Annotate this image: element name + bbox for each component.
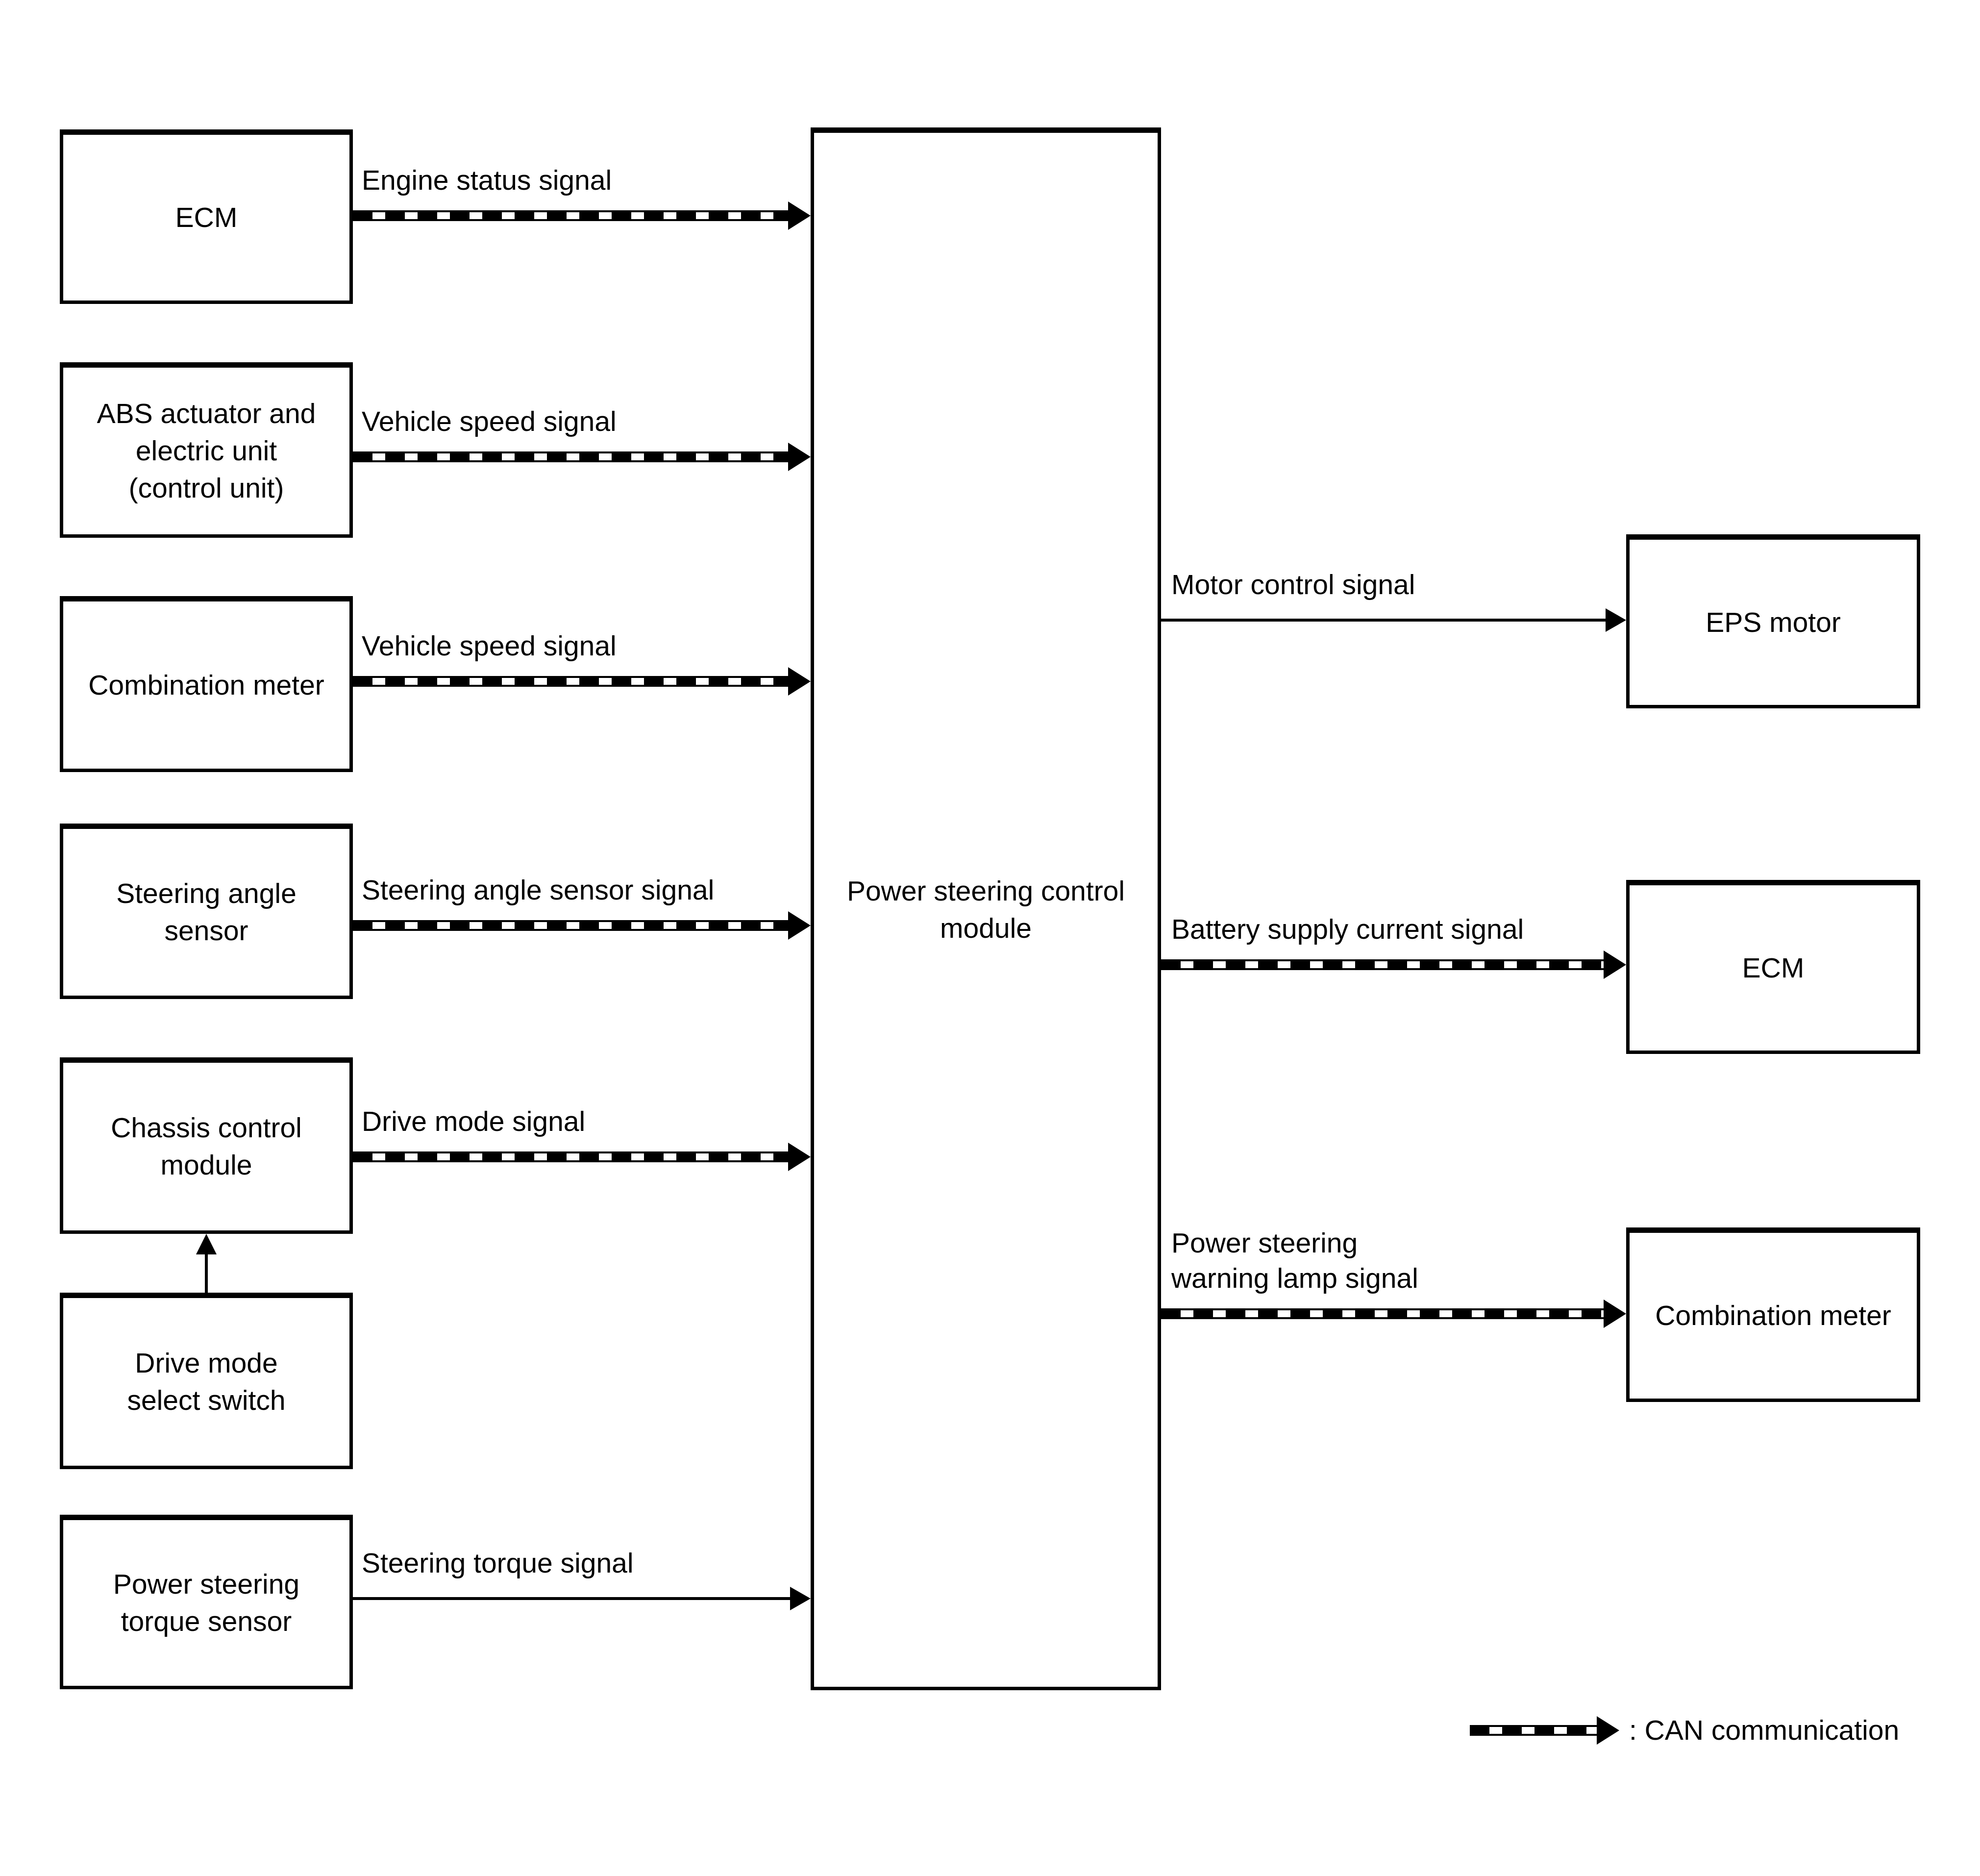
legend-can-arrow-icon [1470,1716,1619,1745]
node-label: module [160,1150,252,1181]
plain-arrow-shaft [205,1253,208,1293]
can-arrow-battery-supply [1161,951,1626,979]
can-arrow-shaft [1161,1308,1607,1319]
arrowhead-icon [1597,1716,1619,1745]
node-label: (control unit) [128,473,284,504]
node-combination-meter-left: Combination meter [60,596,353,772]
signal-label-vehicle-speed-meter: Vehicle speed signal [362,630,617,662]
node-label: EPS motor [1706,606,1841,638]
can-arrow-shaft [1161,959,1607,970]
can-arrow-shaft [353,1151,791,1162]
can-arrow-shaft [353,451,791,462]
plain-arrow-motor-control [1161,606,1626,634]
node-ecm-left: ECM [60,129,353,304]
node-power-steering-torque-sensor: Power steering torque sensor [60,1515,353,1689]
plain-arrow-drive-mode-switch-to-chassis [196,1234,217,1293]
node-steering-angle-sensor: Steering angle sensor [60,824,353,999]
node-label: Chassis control [111,1112,302,1144]
arrowhead-up-icon [196,1234,217,1254]
node-drive-mode-select-switch: Drive mode select switch [60,1293,353,1469]
node-power-steering-control-module: Power steering control module [811,127,1161,1690]
plain-arrow-shaft [1161,619,1609,622]
signal-label-steering-torque: Steering torque signal [362,1548,634,1579]
can-arrow-drive-mode [353,1143,811,1171]
node-chassis-control-module: Chassis control module [60,1057,353,1234]
arrowhead-icon [1604,951,1626,979]
node-label: sensor [164,915,248,947]
node-label: Steering angle [116,878,297,909]
node-label: ABS actuator and [97,398,316,429]
node-label: Combination meter [88,669,324,701]
node-label: ECM [1742,952,1805,984]
signal-label-line: Power steering [1171,1227,1358,1259]
arrowhead-icon [788,667,811,696]
can-arrow-vehicle-speed-abs [353,443,811,471]
can-arrow-shaft [353,676,791,687]
arrowhead-icon [788,201,811,230]
node-label: Power steering control [846,875,1125,907]
legend-label: : CAN communication [1629,1715,1900,1746]
signal-label-motor-control: Motor control signal [1171,569,1415,600]
arrowhead-icon [1604,1300,1626,1328]
node-label: Combination meter [1655,1300,1891,1331]
can-arrow-engine-status [353,201,811,230]
signal-label-warning-lamp: Power steering warning lamp signal [1171,1226,1418,1296]
can-arrow-vehicle-speed-meter [353,667,811,696]
can-arrow-shaft [1470,1725,1600,1736]
node-label: Drive mode [135,1348,278,1379]
can-arrow-warning-lamp [1161,1300,1626,1328]
arrowhead-icon [788,1143,811,1171]
plain-arrow-shaft [353,1597,793,1600]
can-arrow-steering-angle [353,911,811,940]
signal-label-engine-status: Engine status signal [362,165,612,196]
node-abs-actuator: ABS actuator and electric unit (control … [60,362,353,538]
signal-label-steering-angle: Steering angle sensor signal [362,875,715,906]
can-arrow-shaft [353,210,791,221]
signal-label-battery-supply: Battery supply current signal [1171,914,1524,945]
node-label: torque sensor [121,1606,292,1637]
signal-label-drive-mode: Drive mode signal [362,1106,586,1137]
node-label: Power steering [113,1569,300,1600]
node-eps-motor: EPS motor [1626,534,1920,708]
node-ecm-right: ECM [1626,880,1920,1054]
arrowhead-icon [788,911,811,940]
signal-label-vehicle-speed-abs: Vehicle speed signal [362,406,617,437]
arrowhead-icon [1606,608,1626,632]
node-label: select switch [127,1385,286,1416]
can-arrow-shaft [353,920,791,931]
arrowhead-icon [788,443,811,471]
node-label: module [940,913,1032,944]
plain-arrow-steering-torque [353,1584,811,1613]
signal-label-line: warning lamp signal [1171,1263,1418,1294]
node-label: ECM [175,202,238,233]
arrowhead-icon [790,1587,811,1610]
node-label: electric unit [135,435,277,467]
node-combination-meter-right: Combination meter [1626,1227,1920,1402]
